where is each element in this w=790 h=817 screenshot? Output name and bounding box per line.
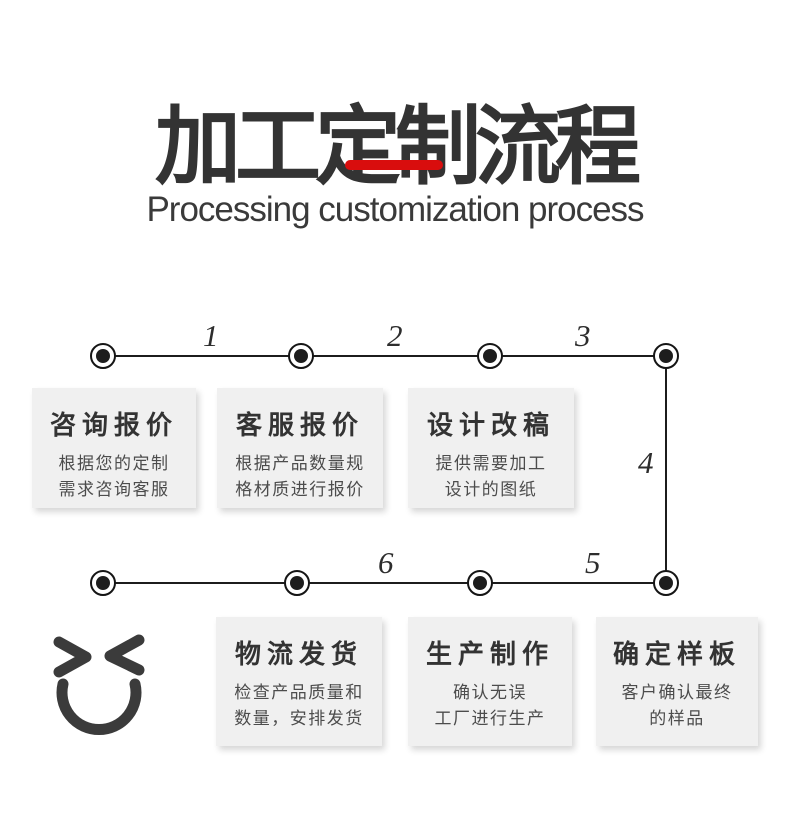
step-title: 生产制作 xyxy=(425,639,554,669)
flow-node xyxy=(288,343,314,369)
step-number-1: 1 xyxy=(203,318,219,353)
step-box-confirm-sample: 确定样板 客户确认最终 的样品 xyxy=(596,617,758,746)
flow-node xyxy=(653,343,679,369)
step-desc-line: 检查产品质量和 xyxy=(234,683,364,702)
step-desc-line: 工厂进行生产 xyxy=(434,709,546,728)
flow-node-dot xyxy=(483,349,497,363)
flow-node xyxy=(653,570,679,596)
step-title: 咨询报价 xyxy=(49,410,178,440)
step-desc-line: 提供需要加工 xyxy=(435,454,547,473)
step-number-2: 2 xyxy=(387,318,403,353)
step-number-6: 6 xyxy=(378,545,394,580)
flow-node-dot xyxy=(659,576,673,590)
step-box-logistics-shipping: 物流发货 检查产品质量和 数量，安排发货 xyxy=(216,617,382,746)
step-number-3: 3 xyxy=(575,318,591,353)
flow-node xyxy=(477,343,503,369)
step-desc: 客户确认最终 的样品 xyxy=(596,680,758,732)
step-desc-line: 数量，安排发货 xyxy=(234,709,364,728)
step-desc-line: 设计的图纸 xyxy=(444,480,538,499)
flow-node-dot xyxy=(473,576,487,590)
step-desc-line: 确认无误 xyxy=(453,683,527,702)
flow-node-dot xyxy=(290,576,304,590)
step-desc-line: 根据产品数量规 xyxy=(235,454,365,473)
step-desc-line: 的样品 xyxy=(649,709,705,728)
step-title: 客服报价 xyxy=(235,410,364,440)
step-desc-line: 格材质进行报价 xyxy=(235,480,365,499)
flow-node xyxy=(90,570,116,596)
step-desc: 提供需要加工 设计的图纸 xyxy=(408,451,574,503)
step-desc-line: 根据您的定制 xyxy=(58,454,170,473)
step-desc: 检查产品质量和 数量，安排发货 xyxy=(216,680,382,732)
step-box-service-quote: 客服报价 根据产品数量规 格材质进行报价 xyxy=(217,388,383,508)
flow-node xyxy=(467,570,493,596)
step-title: 设计改稿 xyxy=(426,410,555,440)
step-title: 物流发货 xyxy=(234,639,363,669)
step-desc-line: 需求咨询客服 xyxy=(58,480,170,499)
step-box-consult-quote: 咨询报价 根据您的定制 需求咨询客服 xyxy=(32,388,196,508)
step-desc-line: 客户确认最终 xyxy=(621,683,733,702)
step-desc: 根据产品数量规 格材质进行报价 xyxy=(217,451,383,503)
step-desc: 根据您的定制 需求咨询客服 xyxy=(32,451,196,503)
flow-node-dot xyxy=(96,576,110,590)
page-title: 加工定制流程 xyxy=(155,98,641,195)
flow-line-right xyxy=(665,356,667,584)
step-number-5: 5 xyxy=(585,545,601,580)
flow-node-dot xyxy=(294,349,308,363)
flow-node xyxy=(284,570,310,596)
smiley-face-icon xyxy=(53,634,145,735)
accent-divider xyxy=(345,160,443,170)
page-subtitle: Processing customization process xyxy=(146,190,644,229)
flow-line-bottom xyxy=(103,582,666,584)
step-desc: 确认无误 工厂进行生产 xyxy=(408,680,572,732)
step-title: 确定样板 xyxy=(612,639,741,669)
flow-node-dot xyxy=(96,349,110,363)
step-box-production: 生产制作 确认无误 工厂进行生产 xyxy=(408,617,572,746)
flow-node-dot xyxy=(659,349,673,363)
step-number-4: 4 xyxy=(638,445,654,480)
flow-line-top xyxy=(103,355,666,357)
flow-node xyxy=(90,343,116,369)
step-box-design-revision: 设计改稿 提供需要加工 设计的图纸 xyxy=(408,388,574,508)
